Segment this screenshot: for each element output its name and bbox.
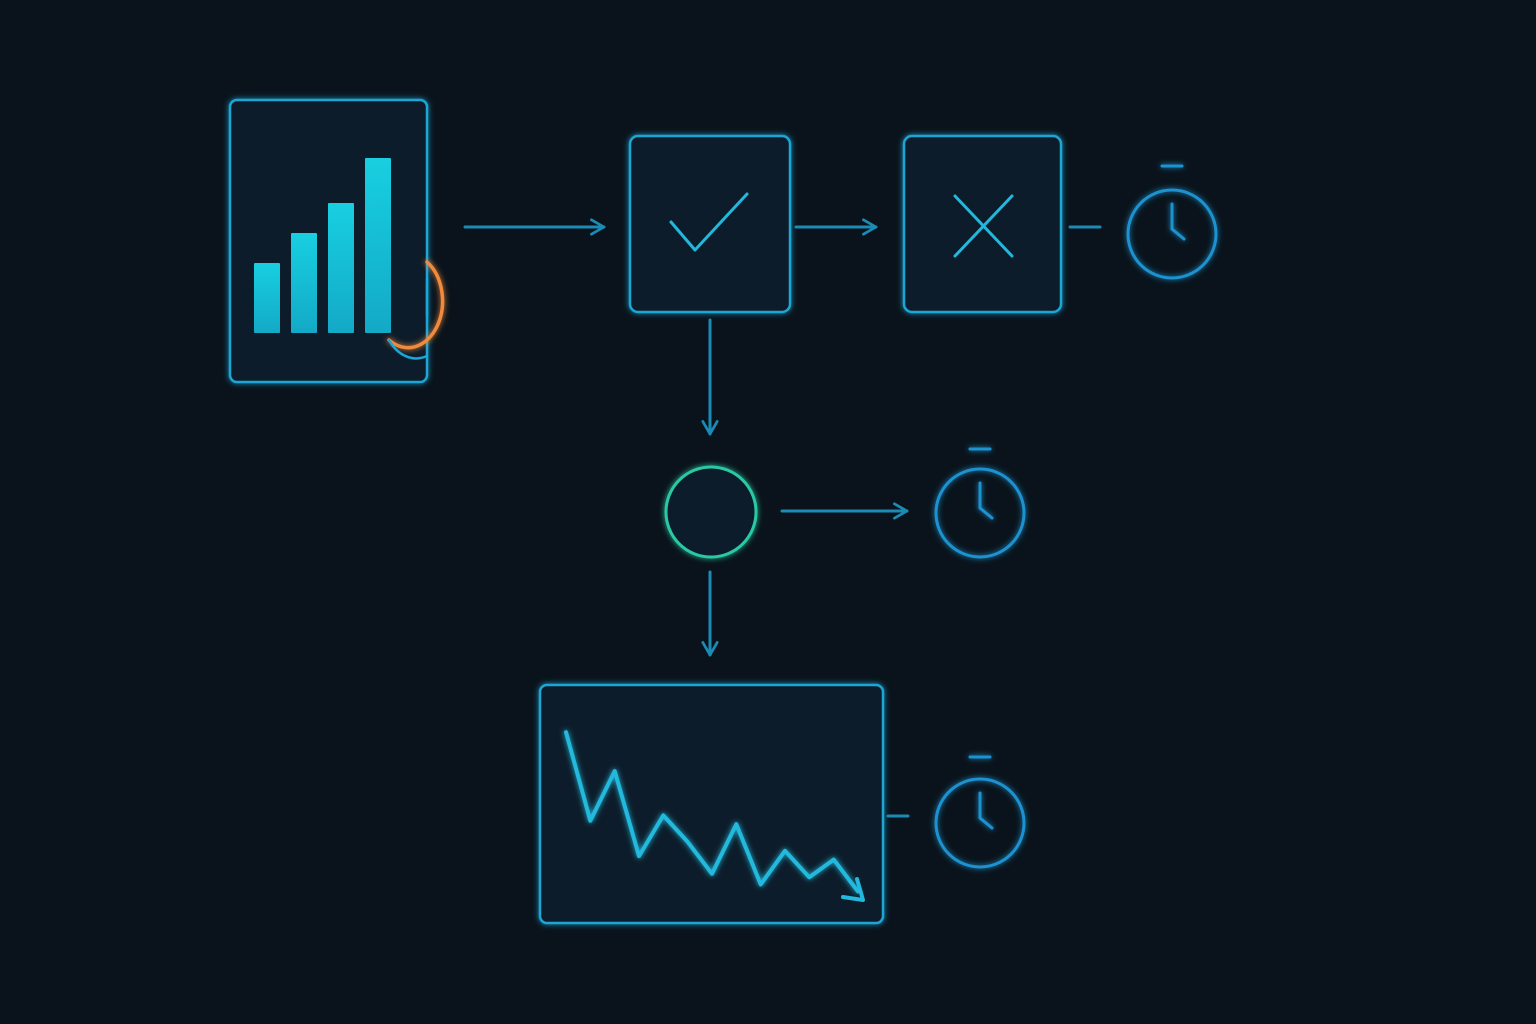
decision-node[interactable]	[664, 465, 758, 559]
orange-ring-icon	[387, 260, 445, 360]
approve-node[interactable]	[628, 134, 792, 314]
stopwatch-icon	[934, 447, 1026, 559]
stopwatch-icon	[1126, 164, 1218, 280]
bar	[328, 203, 354, 333]
bar	[254, 263, 280, 333]
declining-line-chart-icon	[564, 730, 860, 894]
input-chart-node[interactable]	[228, 98, 445, 384]
checkmark-icon	[669, 192, 749, 252]
result-chart-node[interactable]	[538, 683, 885, 925]
bar	[365, 158, 391, 333]
bar-chart-icon	[254, 158, 391, 333]
stopwatch-icon	[934, 755, 1026, 869]
bar	[291, 233, 317, 333]
reject-node[interactable]	[902, 134, 1063, 314]
x-mark-icon	[953, 194, 1014, 258]
trend-arrowhead	[841, 877, 865, 902]
